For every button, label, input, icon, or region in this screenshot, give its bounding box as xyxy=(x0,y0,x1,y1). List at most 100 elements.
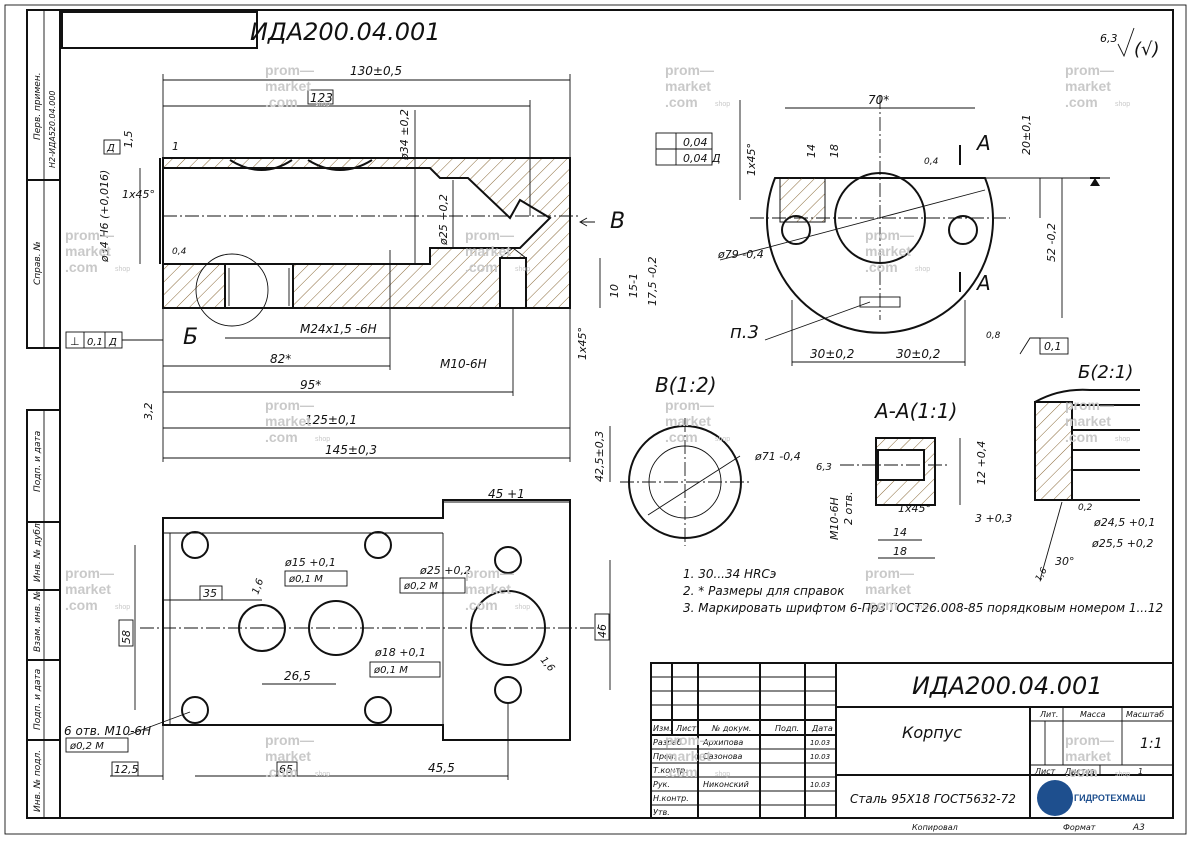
stamp-inv-dubl: Инв. № дубл. xyxy=(33,520,43,582)
dim-42-5: 42,5±0,3 xyxy=(593,431,606,482)
dim-145: 145±0,3 xyxy=(325,443,377,457)
aa-14: 14 xyxy=(893,526,907,539)
watermark-line2: market xyxy=(665,78,711,94)
watermark-line2: market xyxy=(1065,78,1111,94)
col-izm: Изм. xyxy=(653,724,672,733)
aa-12: 12 +0,4 xyxy=(975,441,988,485)
role-1: Пров. xyxy=(653,752,676,761)
dim-1: 1 xyxy=(172,140,179,153)
watermark-shop: shop xyxy=(515,604,530,611)
date-0: 10.03 xyxy=(810,739,830,747)
view-B-title: В(1:2) xyxy=(655,373,717,397)
tb-designation: ИДА200.04.001 xyxy=(912,672,1103,700)
dim-82: 82* xyxy=(270,352,291,366)
perp-datum: Д xyxy=(108,337,117,348)
watermark-line1: prom— xyxy=(65,227,114,243)
top-45-5: 45,5 xyxy=(428,761,455,775)
watermark-line2: market xyxy=(465,243,511,259)
watermark-shop: shop xyxy=(1115,436,1130,443)
top-26-5: 26,5 xyxy=(284,669,311,683)
tb-sheets: Листов xyxy=(1064,767,1095,776)
watermark-line2: market xyxy=(465,581,511,597)
tb-format: A3 xyxy=(1132,823,1145,833)
watermark-line2: market xyxy=(1065,413,1111,429)
watermark-shop: shop xyxy=(315,771,330,778)
watermark-line2: market xyxy=(265,413,311,429)
dim-d25: ø25 +0,2 xyxy=(437,194,450,246)
tb-scale: 1:1 xyxy=(1140,736,1163,752)
stamp-perv-value: Н2-ИДА520.04.000 xyxy=(48,90,57,168)
datum-D: Д xyxy=(106,143,115,154)
rough-04: 0,4 xyxy=(172,247,187,257)
watermark-line3: .com xyxy=(65,259,98,275)
role-5: Утв. xyxy=(653,808,670,817)
dim-70: 70* xyxy=(868,93,889,107)
aa-m10: M10-6H xyxy=(828,497,841,540)
top-12-5: 12,5 xyxy=(114,763,139,776)
top-d18: ø18 +0,1 xyxy=(374,646,426,659)
front-view-dims: 130±0,5 123 1,5 1 Д ø34 ±0,2 ø25 +0,2 ø3… xyxy=(65,64,659,462)
dim-30b: 30±0,2 xyxy=(896,347,940,361)
svg-text:⊥: ⊥ xyxy=(70,335,80,348)
note-1: 1. 30...34 HRCэ xyxy=(683,567,776,581)
det-d3: 3 +0,3 xyxy=(975,512,1012,525)
dim-52: 52 -0,2 xyxy=(1045,223,1058,262)
dim-d34-h6: ø34 H6 (+0,016) xyxy=(98,170,111,263)
watermark-line1: prom— xyxy=(265,732,314,748)
top-35: 35 xyxy=(203,587,217,600)
mirrored-designation-box xyxy=(61,11,258,49)
left-stamp-column: Перв. примен. Н2-ИДА520.04.000 Справ. № … xyxy=(26,9,61,819)
finish-symbol: (√) xyxy=(1134,39,1160,60)
watermark-shop: shop xyxy=(915,266,930,273)
watermark-line3: .com xyxy=(1065,94,1098,110)
watermark-line3: .com xyxy=(1065,429,1098,445)
top-d25: ø25 +0,2 xyxy=(419,564,471,577)
note-2: 2. * Размеры для справок xyxy=(683,584,845,598)
par-tol: 0,1 xyxy=(1044,340,1062,353)
top-pos25: ø0,2 M xyxy=(403,581,438,592)
thread-m10: M10-6H xyxy=(440,357,487,371)
stamp-sprav: Справ. № xyxy=(33,241,43,285)
watermark-shop: shop xyxy=(115,266,130,273)
watermark-line3: .com xyxy=(465,259,498,275)
watermark-shop: shop xyxy=(315,101,330,108)
aa-rough: 6,3 xyxy=(816,462,832,473)
top-pos15: ø0,1 M xyxy=(288,574,323,585)
tb-sheet: Лист xyxy=(1034,767,1056,776)
rough-32: 3,2 xyxy=(142,403,155,421)
watermark-shop: shop xyxy=(1115,101,1130,108)
dim-30a: 30±0,2 xyxy=(810,347,854,361)
aa-chamfer: 1x45° xyxy=(898,502,931,515)
watermark-line2: market xyxy=(265,748,311,764)
label-p3: п.3 xyxy=(730,322,759,343)
side-view: 70* 20±0,1 52 -0,2 14 18 1x45° ø79 -0,4 … xyxy=(655,93,1110,366)
watermark-line3: .com xyxy=(265,94,298,110)
watermark-line1: prom— xyxy=(665,732,714,748)
watermark-line3: .com xyxy=(265,764,298,780)
notes: 1. 30...34 HRCэ 2. * Размеры для справок… xyxy=(683,567,1163,615)
dim-d71: ø71 -0,4 xyxy=(754,450,801,463)
det-r02: 0,2 xyxy=(1078,503,1093,513)
dim-d34: ø34 ±0,2 xyxy=(398,109,411,161)
watermark-line1: prom— xyxy=(1065,62,1114,78)
dim-95: 95* xyxy=(300,378,321,392)
tb-sheets-count: 1 xyxy=(1138,767,1143,776)
view-B: В(1:2) 42,5±0,3 ø71 -0,4 xyxy=(593,373,801,546)
outer-border xyxy=(4,4,1187,835)
dim-130: 130±0,5 xyxy=(350,64,402,78)
watermark-shop: shop xyxy=(515,266,530,273)
watermark-line3: .com xyxy=(665,94,698,110)
det-d24-5: ø24,5 +0,1 xyxy=(1093,516,1155,529)
top-46: 46 xyxy=(596,624,609,638)
mirrored-designation: ИДА200.04.001 xyxy=(250,18,441,46)
dim-10: 10 xyxy=(608,284,621,298)
